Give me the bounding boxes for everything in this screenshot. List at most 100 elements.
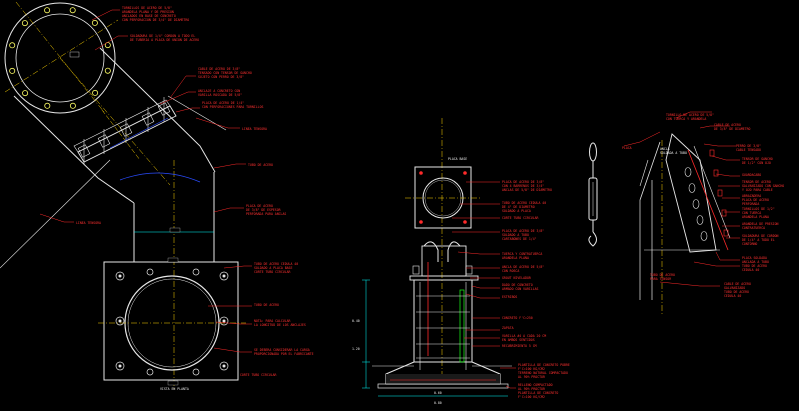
- view-c-bottom-note: ANCLA: [660, 147, 670, 151]
- view-c-slot: [692, 199, 700, 209]
- view-b-note: ARMADO CON VARILLAS: [502, 287, 539, 291]
- view-b-anchor-nut-right: [465, 265, 473, 275]
- view-c-note: TENSOR DE GANCHO: [742, 157, 773, 161]
- view-c-pipe-upper: [665, 133, 717, 253]
- base-anchor-bolt: [192, 268, 200, 276]
- joint-bolt: [77, 139, 91, 164]
- view-b-bottom-note: AL 90% PROCTOR: [518, 387, 545, 391]
- view-c-guy-anchor-detail: PLACA TORNILLO DE ACERO DE 5/8" CON TUER…: [622, 111, 784, 315]
- view-c-pipe-left: [639, 141, 661, 201]
- note-anchored: ANCLADOS EN BASE DE CONCRETO: [122, 14, 176, 18]
- view-b-dim-label: 1.20: [352, 347, 360, 351]
- view-b-anchor-hole: [419, 220, 423, 224]
- view-c-note: CABLE TENSADO: [736, 148, 761, 152]
- view-b-note: RECUBRIMIENTO 5 CM: [502, 344, 537, 348]
- flange-bolt-hole: [44, 102, 51, 109]
- view-c-note: GALVANIZADO: [724, 286, 745, 290]
- base-anchor-bolt: [146, 268, 154, 276]
- view-b-dim-label: 0.60: [434, 391, 442, 395]
- view-c-note: PERRO DE 3/8": [736, 144, 761, 148]
- note-calc-4: PROPORCIONADA POR EL FABRICANTE: [254, 352, 314, 356]
- note-base-tube: TUBO DE ACERO: [254, 303, 279, 307]
- view-b-anchor-hole: [463, 220, 467, 224]
- view-c-note: CONTRATUERCA: [742, 226, 765, 230]
- view-b-dim-label: 0.80: [434, 401, 442, 405]
- view-c-bottom-note: SOLDADA A TUBO: [660, 151, 687, 155]
- view-c-slot-holes: [684, 167, 708, 241]
- view-c-note: CON TUERCA Y ARANDELA: [666, 117, 706, 121]
- turnbuckle-detail: [588, 142, 598, 247]
- view-b-bottom-note: PLANTILLA DE CONCRETO: [518, 391, 558, 395]
- flange-outer-circle: [4, 2, 116, 114]
- note-cable-2: TENSADO CON TENSOR DE GANCHO: [198, 71, 252, 75]
- view-b-note: PLACA DE ACERO DE 3/8": [502, 180, 544, 184]
- base-tag-top: [167, 257, 179, 263]
- note-plate-1: PLACA DE ACERO DE 1/4": [202, 101, 244, 105]
- view-a-leaders: [39, 9, 252, 353]
- view-b-note: TERRENO NATURAL COMPACTADO: [518, 371, 568, 375]
- view-b-bottom-note: F'C=100 KG/CM2: [518, 395, 545, 399]
- flange-bolt-hole: [21, 20, 28, 27]
- view-b-concrete-pier: [413, 279, 473, 363]
- flange-inner-circle: [15, 13, 105, 103]
- view-c-note: ABRAZADERA: [742, 194, 761, 198]
- view-c-cable-right-2: [693, 145, 731, 239]
- view-c-note: CON TUERCA: [742, 211, 761, 215]
- view-b-note: ZAPATA: [502, 326, 514, 330]
- view-c-slot: [700, 231, 708, 241]
- note-anchor-1: ANCLAJE A CONCRETO CON: [198, 89, 240, 93]
- view-c-note: TENSOR DE ACERO: [742, 180, 771, 184]
- view-b-note: PLANTILLA DE CONCRETO POBRE: [518, 363, 570, 367]
- note-calc-1: NOTA: PARA CALCULAR: [254, 319, 291, 323]
- view-b-note: DADO DE CONCRETO: [502, 283, 533, 287]
- joint-plate-upper: [73, 99, 171, 153]
- view-b-note: CARTABONES DE 1/4": [502, 237, 537, 241]
- note-cable-3: SUJETO CON PERRO DE 3/8": [198, 75, 244, 79]
- view-c-leaders: [623, 111, 740, 287]
- view-c-pipe-left-2: [639, 159, 649, 187]
- view-b-note: CON ROSCA: [502, 269, 519, 273]
- flange-centerline-1: [15, 1, 105, 113]
- view-c-note: TUBO DE ACERO: [724, 290, 749, 294]
- view-c-cable-right: [687, 149, 729, 251]
- view-c-note: ARANDELA PLANA: [742, 215, 769, 219]
- view-b-base-section: PLACA BASE: [352, 118, 570, 405]
- view-b-note: ANCLA DE ACERO DE 5/8": [502, 265, 544, 269]
- view-b-leaders: [452, 181, 516, 389]
- view-c-note: CABLE DE ACERO: [724, 282, 751, 286]
- view-c-note: GALVANIZADO CON GANCHO: [742, 184, 784, 188]
- note-steel-plate-2: DE 3/8" DE ESPESOR: [246, 208, 281, 212]
- view-c-note: DE 3/8" DE DIAMETRO: [714, 127, 751, 131]
- view-c-note: DE 1/2" CON OJO: [742, 161, 771, 165]
- view-c-note: Y OJO PARA CABLE: [742, 188, 773, 192]
- view-c-note: PLACA DE ACERO: [742, 198, 769, 202]
- diagonal-pipe: [13, 47, 216, 204]
- view-b-note: DE 4" DE DIAMETRO: [502, 205, 535, 209]
- flange-bolt-hole: [69, 7, 76, 14]
- view-b-note: AL 90% PROCTOR: [518, 375, 545, 379]
- joint-bolt: [97, 129, 111, 154]
- flange-bolt-hole: [92, 89, 99, 96]
- view-b-note: CORTE TUBO CIRCULAR: [502, 216, 539, 220]
- view-c-note: ARANDELA DE PRESION: [742, 222, 779, 226]
- note-washers: ARANDELA PLANA Y DE PRESION: [122, 10, 174, 14]
- view-b-anchor-hole: [419, 171, 423, 175]
- flange-bolt-hole: [91, 19, 98, 26]
- flange-bolt-hole: [9, 67, 16, 74]
- note-section-2: CORTE TUBO CIRCULAR: [240, 373, 277, 377]
- view-b-note: TUBO DE ACERO CEDULA 40: [502, 201, 546, 205]
- view-b-dimensions: 0.40 1.20 0.60 0.80: [352, 279, 508, 405]
- note-bolts: TORNILLOS DE ACERO DE 5/8": [122, 6, 172, 10]
- joint-bolt: [141, 107, 155, 132]
- view-b-dim-label: 0.40: [352, 319, 360, 323]
- view-b-elevation: [372, 241, 512, 389]
- base-anchor-bolt: [115, 316, 125, 326]
- pipe-bend-arc: [119, 172, 201, 183]
- view-b-note: SOLDADO A PLACA: [502, 209, 531, 213]
- note-plate-2: CON PERFORACIONES PARA TORNILLOS: [202, 105, 263, 109]
- view-b-note: GROUT NIVELADOR: [502, 276, 531, 280]
- view-c-note: PLACA SOLDADA: [742, 256, 767, 260]
- view-c-note: GUARDACABO: [742, 173, 761, 177]
- view-b-pipe-stub: [423, 241, 461, 262]
- view-a-pole-joint-detail: TORNILLOS DE ACERO DE 5/8" ARANDELA PLAN…: [0, 1, 314, 391]
